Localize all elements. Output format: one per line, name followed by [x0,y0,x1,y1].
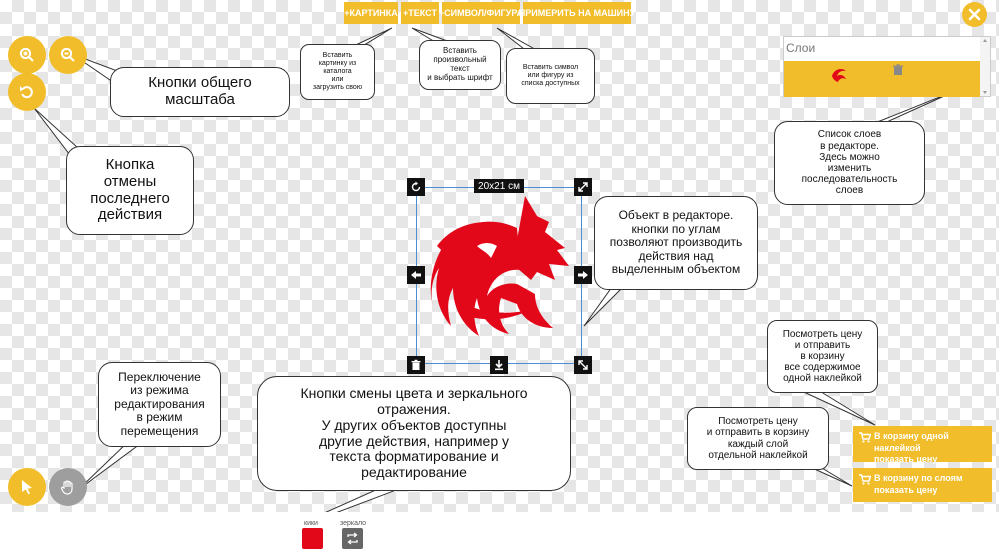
add-text-button[interactable]: +ТЕКСТ [401,2,439,24]
tooltip-mode-switch: Переключение из режима редактирования в … [98,362,221,447]
zoom-in-icon [19,47,34,62]
arrow-right-icon [578,271,588,279]
cursor-icon [22,480,32,495]
layers-scrollbar[interactable] [980,37,990,96]
resize-bottom-control[interactable] [574,356,592,374]
layer-thumbnail [832,68,846,82]
layers-panel: Слои [783,36,991,97]
close-icon [968,8,981,21]
tooltip-cart-one: Посмотреть цену и отправить в корзину вс… [767,320,878,393]
zoom-in-button[interactable] [8,36,46,74]
resize-icon [578,360,588,370]
tooltip-cart-layers: Посмотреть цену и отправить в корзину ка… [687,407,829,470]
cart-icon [859,474,871,485]
rotate-icon [411,181,421,192]
mirror-tool-label: зеркало [339,520,367,527]
download-icon [495,360,503,371]
tooltip-symbol: Вставить символ или фигуру из списка дос… [506,48,595,104]
tooltip-layers: Список слоев в редакторе. Здесь можно из… [774,121,925,205]
object-tools-bar: кики зеркало [0,512,999,551]
add-symbol-button[interactable]: +СИМВОЛ/ФИГУРА [439,2,523,24]
cart-by-layers-button[interactable]: В корзину по слоям показать цену [853,468,992,502]
selected-object[interactable] [416,187,582,364]
layer-item[interactable] [784,61,980,97]
hand-icon [60,480,73,495]
tooltip-undo: Кнопка отмены последнего действия [66,146,194,235]
download-control[interactable] [490,356,508,374]
mirror-button[interactable] [342,528,363,549]
edit-mode-button[interactable] [8,468,46,506]
flip-right-control[interactable] [574,266,592,284]
delete-control[interactable] [407,356,425,374]
move-mode-button[interactable] [49,468,87,506]
tooltip-text: Вставить произвольный текст и выбрать шр… [419,40,501,90]
tooltip-color-mirror: Кнопки смены цвета и зеркального отражен… [257,376,571,491]
tooltip-zoom: Кнопки общего масштаба [110,67,290,117]
tooltip-image: Вставить картинку из каталога или загруз… [300,44,375,100]
dragon-image [430,196,569,336]
undo-button[interactable] [8,73,46,111]
layers-title: Слои [786,41,816,55]
color-tool-label: кики [304,520,318,527]
flip-left-control[interactable] [407,266,425,284]
rotate-control[interactable] [407,178,425,196]
trash-icon [411,359,421,370]
tooltip-object: Объект в редакторе. кнопки по углам позв… [594,196,758,290]
cart-one-sticker-button[interactable]: В корзину одной наклейкой показать цену [853,426,992,464]
zoom-out-button[interactable] [49,36,87,74]
delete-layer-icon[interactable] [892,64,904,76]
resize-top-control[interactable] [574,178,592,196]
expand-icon [578,182,588,192]
try-on-car-button[interactable]: ПРИМЕРИТЬ НА МАШИНУ [519,2,635,24]
zoom-out-icon [60,47,75,62]
cart-icon [859,432,871,443]
undo-icon [20,86,33,99]
object-size-label: 20x21 см [474,179,524,193]
color-swatch-button[interactable] [302,528,323,549]
close-button[interactable] [962,2,987,27]
cart-by-layers-label: В корзину по слоям показать цену [874,473,963,495]
add-image-button[interactable]: +КАРТИНКА [344,2,398,24]
mirror-icon [347,532,358,545]
cart-one-sticker-label: В корзину одной наклейкой показать цену [874,431,949,465]
arrow-left-icon [411,271,421,279]
